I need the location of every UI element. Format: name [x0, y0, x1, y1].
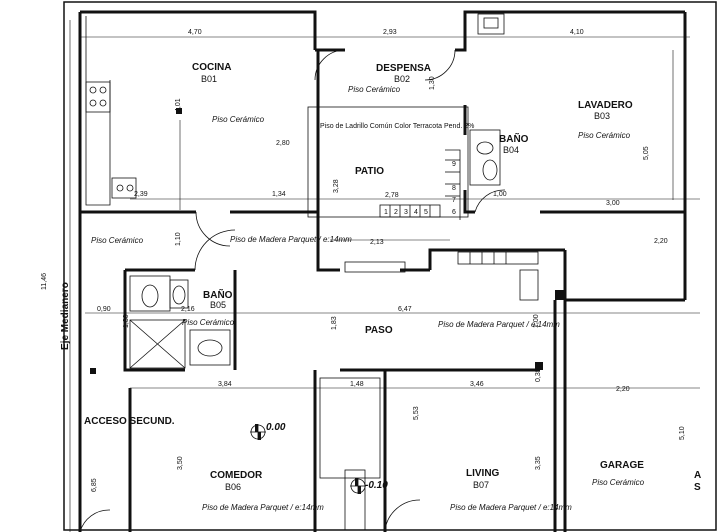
floor-note-living: Piso de Madera Parquet / e:14mm [450, 503, 572, 512]
floor-note-lavadero: Piso Cerámico [578, 131, 631, 140]
step-1: 1 [384, 209, 388, 216]
dim-5-05: 5,05 [643, 146, 650, 160]
dim-5-53: 5,53 [413, 406, 420, 420]
step-6: 6 [452, 209, 456, 216]
dim-2-80: 2,80 [276, 140, 290, 147]
hall-floor-note: Piso de Madera Parquet / e:14mm [230, 235, 352, 244]
floor-note-despensa: Piso Cerámico [348, 85, 401, 94]
room-name-bano-b05: BAÑO [203, 288, 233, 301]
patio-floor-note: Piso de Ladrillo Común Color Terracota P… [320, 123, 474, 130]
dim-2-78: 2,78 [385, 192, 399, 199]
paso-floor-note: Piso de Madera Parquet / e:14mm [438, 320, 560, 329]
step-8: 8 [452, 185, 456, 192]
step-3: 3 [404, 209, 408, 216]
dim-6-47: 6,47 [398, 306, 412, 313]
partial-letter-a: A [694, 470, 701, 481]
step-2: 2 [394, 209, 398, 216]
dim-2-16: 2,16 [181, 306, 195, 313]
dim-1-10: 1,10 [175, 232, 182, 246]
room-code-lavadero: B03 [594, 111, 610, 121]
room-code-comedor: B06 [225, 482, 241, 492]
dim-1-83: 1,83 [331, 316, 338, 330]
floor-note-cocina: Piso Cerámico [212, 115, 265, 124]
dim-3-35: 3,35 [535, 456, 542, 470]
overall-dimension: 11,46 [41, 273, 48, 290]
step-5: 5 [424, 209, 428, 216]
dim-4-01: 4,01 [175, 98, 182, 112]
floor-note-bano-b05: Piso Cerámico [182, 318, 235, 327]
dim-2-20: 2,20 [654, 238, 668, 245]
level-lower: -0.10 [365, 480, 388, 491]
room-name-comedor: COMEDOR [210, 470, 263, 481]
room-name-acceso: ACCESO SECUND. [84, 416, 175, 427]
dim-1-00b: 1,00 [533, 314, 540, 328]
step-4: 4 [414, 209, 418, 216]
step-9: 9 [452, 161, 456, 168]
dim-2-13: 2,13 [370, 239, 384, 246]
dim-1-34: 1,34 [272, 191, 286, 198]
dim-2-20b: 2,20 [616, 386, 630, 393]
dim-3-46: 3,46 [470, 381, 484, 388]
dim-3-84: 3,84 [218, 381, 232, 388]
dim-1-48: 1,48 [350, 381, 364, 388]
room-name-living: LIVING [466, 468, 500, 479]
room-code-bano-b05: B05 [210, 300, 226, 310]
room-name-lavadero: LAVADERO [578, 100, 633, 111]
room-name-cocina: COCINA [192, 62, 231, 73]
dim-6-85: 6,85 [91, 478, 98, 492]
room-name-despensa: DESPENSA [376, 63, 431, 74]
partial-letter-s: S [694, 482, 701, 493]
room-name-garage: GARAGE [600, 460, 644, 471]
axis-label: Eje Medianero [60, 282, 71, 350]
floor-note-garage: Piso Cerámico [592, 478, 645, 487]
dim-1-30: 1,30 [429, 76, 436, 90]
dim-3-28: 3,28 [333, 179, 340, 193]
room-code-bano-b04: B04 [503, 145, 519, 155]
dim-4-10: 4,10 [570, 29, 584, 36]
dim-1-00: 1,00 [493, 191, 507, 198]
level-main: 0.00 [266, 422, 286, 433]
room-name-paso: PASO [365, 325, 393, 336]
dim-4-70: 4,70 [188, 29, 202, 36]
dim-3-00: 3,00 [606, 200, 620, 207]
floor-note-comedor: Piso de Madera Parquet / e:14mm [202, 503, 324, 512]
dim-2-93: 2,93 [383, 29, 397, 36]
sheet-border [63, 1, 717, 531]
dim-3-50: 3,50 [177, 456, 184, 470]
room-code-cocina: B01 [201, 74, 217, 84]
room-code-living: B07 [473, 480, 489, 490]
room-name-patio: PATIO [355, 166, 384, 177]
dim-1-30b: 1,30 [123, 314, 130, 328]
dim-0-35: 0,35 [535, 368, 542, 382]
step-7: 7 [452, 197, 456, 204]
room-code-despensa: B02 [394, 74, 410, 84]
room-name-bano-b04: BAÑO [499, 132, 529, 145]
dim-0-90: 0,90 [97, 306, 111, 313]
dim-2-39: 2,39 [134, 191, 148, 198]
dim-5-10: 5,10 [679, 426, 686, 440]
left-floor-note: Piso Cerámico [91, 236, 144, 245]
